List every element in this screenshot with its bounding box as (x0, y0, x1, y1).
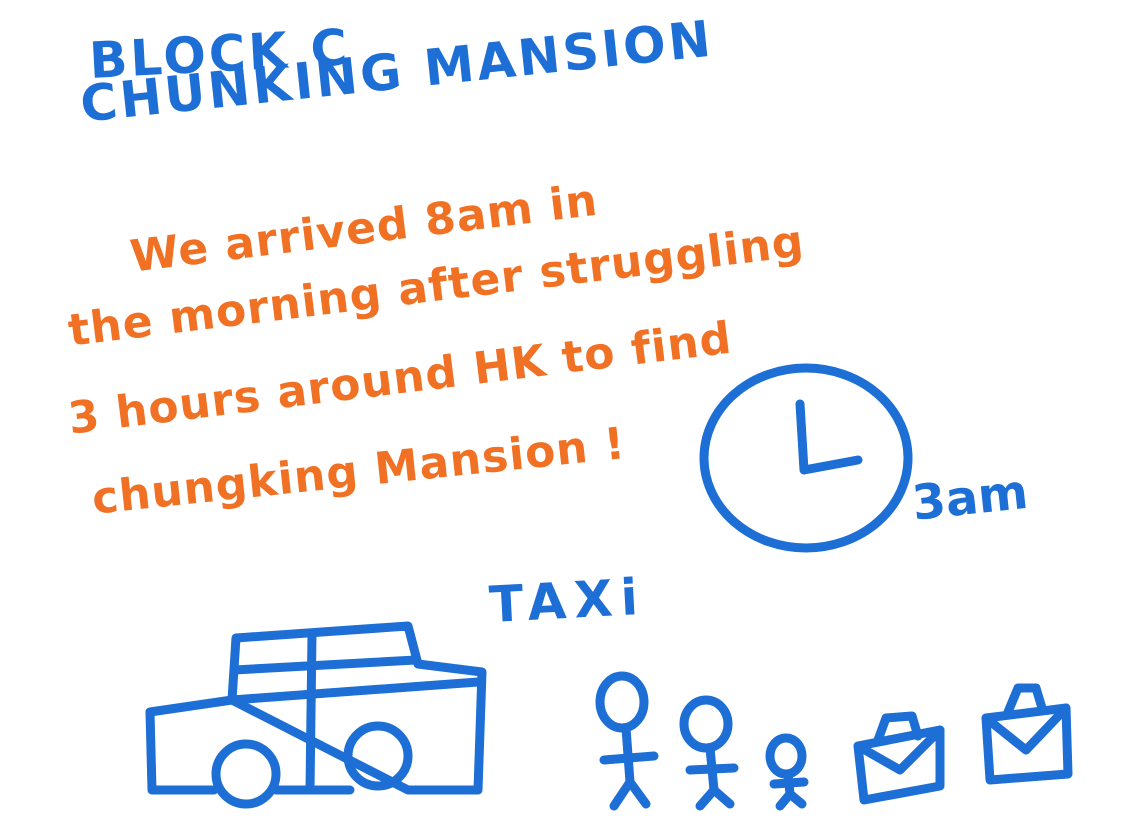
suitcase-icon (981, 683, 1073, 785)
taxi-label: TAXi (487, 567, 648, 634)
clock-time-label: 3am (909, 463, 1031, 532)
clock-icon (699, 363, 913, 553)
taxi-car-icon (145, 621, 487, 809)
adult-figure-icon (679, 695, 739, 811)
suitcase-icon (853, 711, 945, 805)
adult-figure-icon (595, 671, 659, 811)
child-figure-icon (765, 733, 809, 811)
